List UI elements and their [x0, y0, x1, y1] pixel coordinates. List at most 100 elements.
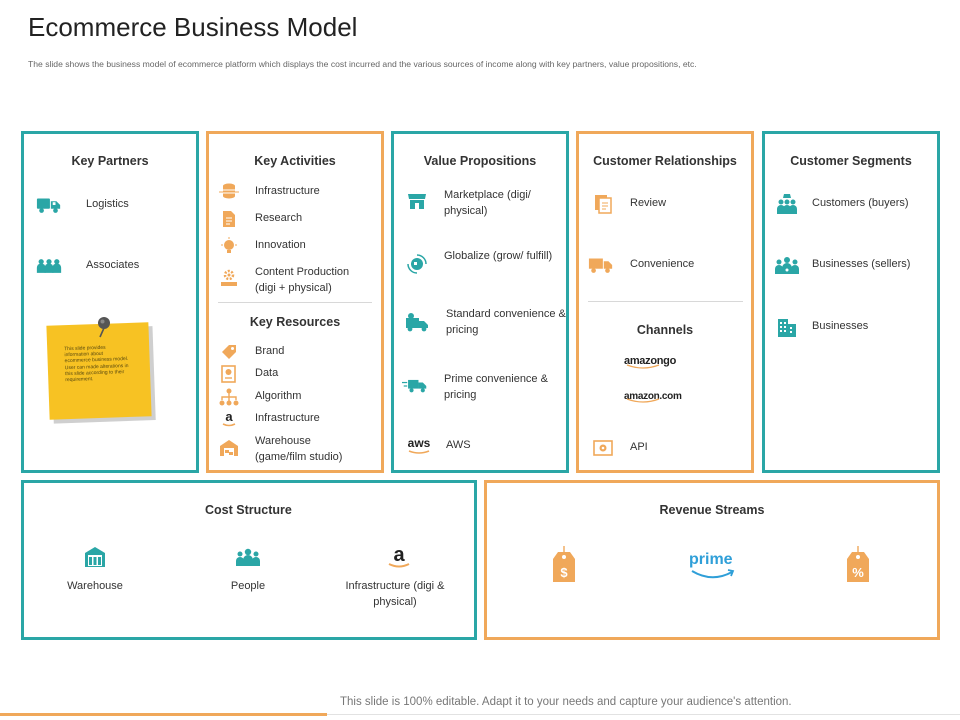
footer-text: This slide is 100% editable. Adapt it to… — [340, 696, 792, 708]
list-item: Algorithm — [216, 387, 301, 407]
item-label: Research — [255, 212, 303, 224]
customer-relationships-title: Customer Relationships — [593, 154, 737, 168]
item-label: Algorithm — [255, 390, 302, 402]
store-icon — [404, 191, 430, 211]
customers-icon — [774, 194, 800, 214]
amazongo-logo: amazongo — [624, 355, 676, 369]
hierarchy-icon — [216, 387, 242, 407]
sticky-note-text: This slide provides information about ec… — [64, 344, 129, 384]
list-item: API — [590, 438, 648, 458]
aws-icon: aws — [404, 436, 434, 456]
value-propositions-title: Value Propositions — [423, 154, 537, 168]
footer-accent-bar — [0, 713, 327, 716]
list-item: Data — [216, 364, 278, 384]
building-icon — [774, 317, 800, 337]
dollar-tag-icon: $ — [552, 546, 576, 589]
revenue-streams-title: Revenue Streams — [659, 503, 765, 517]
svg-text:a: a — [225, 410, 233, 424]
item-label: Convenience — [630, 258, 695, 270]
footer-divider — [327, 714, 960, 715]
item-label: Businesses (sellers) — [812, 258, 911, 270]
item-label: AWS — [446, 439, 471, 451]
database-icon — [216, 182, 242, 202]
list-item: Marketplace (digi/ physical) — [404, 187, 554, 219]
item-label: Data — [255, 367, 279, 379]
list-item: aws AWS — [404, 436, 471, 456]
group-icon — [36, 256, 62, 276]
key-partners-box: Key Partners — [21, 131, 199, 473]
item-label: Warehouse (game/film studio) — [255, 435, 343, 463]
list-item: a Infrastructure — [216, 409, 320, 429]
gear-monitor-icon — [216, 268, 242, 288]
tag-icon — [216, 342, 242, 362]
svg-text:aws: aws — [408, 436, 431, 450]
page-subtitle: The slide shows the business model of ec… — [28, 59, 697, 69]
document-icon — [216, 209, 242, 229]
list-item: Warehouse (game/film studio) — [216, 433, 365, 465]
item-label: Prime convenience & pricing — [444, 373, 548, 401]
list-item: Standard convenience & pricing — [404, 306, 570, 338]
customer-segments-box: Customer Segments — [762, 131, 940, 473]
list-item: Research — [216, 209, 302, 229]
list-item: Review — [590, 194, 666, 214]
channels-title: Channels — [636, 323, 694, 337]
amazon-com-logo: amazon.com — [624, 391, 682, 403]
pushpin-icon — [96, 316, 114, 343]
fast-truck-icon — [402, 376, 428, 396]
customer-relationships-box: Customer Relationships Channels — [576, 131, 754, 473]
item-label: Associates — [86, 259, 140, 271]
item-label: Innovation — [255, 239, 306, 251]
item-label: Globalize (grow/ fulfill) — [444, 250, 553, 262]
divider — [218, 302, 372, 303]
key-activities-title: Key Activities — [254, 154, 336, 168]
cost-item-label: People — [230, 580, 266, 592]
item-label: Customers (buyers) — [812, 197, 909, 209]
page-title: Ecommerce Business Model — [28, 12, 358, 42]
globe-icon — [404, 254, 430, 274]
list-item: Content Production (digi + physical) — [216, 264, 365, 296]
item-label: Infrastructure — [255, 185, 320, 197]
item-label: Businesses — [812, 320, 869, 332]
list-item: Logistics — [36, 195, 129, 215]
prime-logo-text: prime — [689, 551, 733, 568]
sellers-icon — [774, 255, 800, 275]
data-file-icon — [216, 364, 242, 384]
warehouse-icon — [216, 438, 242, 458]
item-label: Review — [630, 197, 667, 209]
value-propositions-box: Value Propositions — [391, 131, 569, 473]
truck-icon — [588, 255, 614, 275]
list-item: Innovation — [216, 236, 306, 256]
item-label: Marketplace (digi/ physical) — [444, 189, 531, 217]
list-item: Businesses (sellers) — [774, 255, 910, 275]
item-label: Infrastructure — [255, 412, 320, 424]
percent-tag-icon: % — [846, 546, 870, 589]
amazon-icon: a — [386, 544, 412, 575]
item-label: Standard convenience & pricing — [446, 308, 566, 336]
item-label: Brand — [255, 345, 285, 357]
truck-icon — [36, 195, 62, 215]
divider — [588, 301, 743, 302]
review-icon — [590, 194, 616, 214]
list-item: Brand — [216, 342, 284, 362]
cost-item-label: Infrastructure (digi & physical) — [345, 580, 445, 608]
item-label: Content Production (digi + physical) — [255, 266, 350, 294]
cost-structure-title: Cost Structure — [205, 503, 292, 517]
prime-logo-icon: prime — [688, 548, 736, 582]
amazon-icon: a — [216, 409, 242, 429]
list-item: Associates — [36, 256, 139, 276]
svg-text:a: a — [393, 544, 405, 566]
svg-text:%: % — [852, 565, 864, 580]
key-partners-title: Key Partners — [71, 154, 149, 168]
list-item: Businesses — [774, 317, 868, 337]
delivery-truck-icon — [404, 312, 430, 332]
warehouse-icon — [84, 546, 106, 573]
list-item: Globalize (grow/ fulfill) — [404, 248, 554, 274]
list-item: Prime convenience & pricing — [402, 371, 554, 403]
item-label: Logistics — [86, 198, 129, 210]
people-icon — [235, 546, 261, 573]
list-item: Customers (buyers) — [774, 194, 909, 214]
key-resources-title: Key Resources — [249, 315, 341, 329]
api-icon — [590, 438, 616, 458]
svg-text:$: $ — [560, 565, 568, 580]
item-label: API — [630, 441, 648, 453]
